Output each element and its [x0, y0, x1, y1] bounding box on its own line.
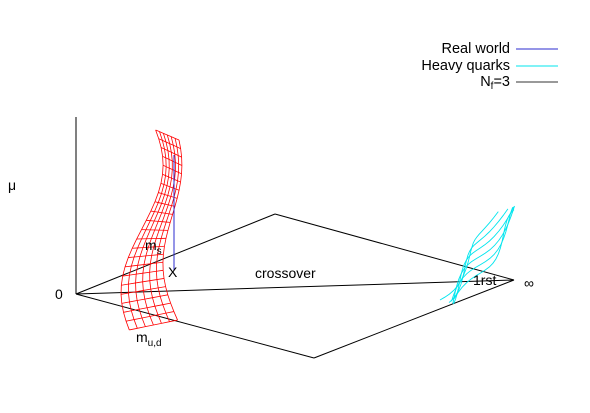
mesh-line — [128, 131, 167, 329]
legend-label-heavy-quarks: Heavy quarks — [421, 58, 510, 74]
crossover-label: crossover — [255, 265, 316, 281]
mesh-line — [142, 134, 173, 326]
plane-edge-front-right — [313, 279, 515, 359]
mesh-line — [149, 136, 176, 324]
mud-label: mu,d — [136, 329, 162, 349]
critical-surface-light-quarks — [120, 129, 183, 331]
plane-diagonal — [75, 279, 515, 295]
plane-edge-front-left — [75, 293, 315, 359]
plane-edge-back-right — [274, 213, 515, 281]
heavy-surface-strand — [453, 209, 515, 299]
heavy-surface-strand — [439, 211, 499, 301]
infinity-label: ∞ — [524, 275, 534, 291]
legend-label-real-world: Real world — [442, 41, 511, 57]
origin-label: 0 — [55, 286, 63, 302]
mesh-line — [120, 129, 164, 331]
ms-label: ms — [145, 237, 162, 257]
heavy-surface-strand — [453, 206, 515, 305]
plane-edge-back-left — [75, 213, 276, 295]
mass-plane — [75, 213, 515, 359]
mesh-line — [156, 138, 180, 322]
legend: Real world Heavy quarks Nf=3 — [421, 41, 558, 92]
mesh-line — [135, 133, 170, 327]
heavy-surface-strand — [448, 208, 509, 303]
critical-surface-heavy-quarks — [439, 205, 515, 305]
heavy-surface-strand — [451, 207, 514, 302]
mesh-line — [162, 139, 183, 321]
mu-axis-label: μ — [8, 177, 16, 193]
physical-point-marker: X — [168, 264, 178, 280]
legend-label-nf3: Nf=3 — [480, 74, 510, 92]
first-order-label: 1rst — [473, 272, 496, 288]
heavy-surface-strand — [452, 205, 515, 304]
